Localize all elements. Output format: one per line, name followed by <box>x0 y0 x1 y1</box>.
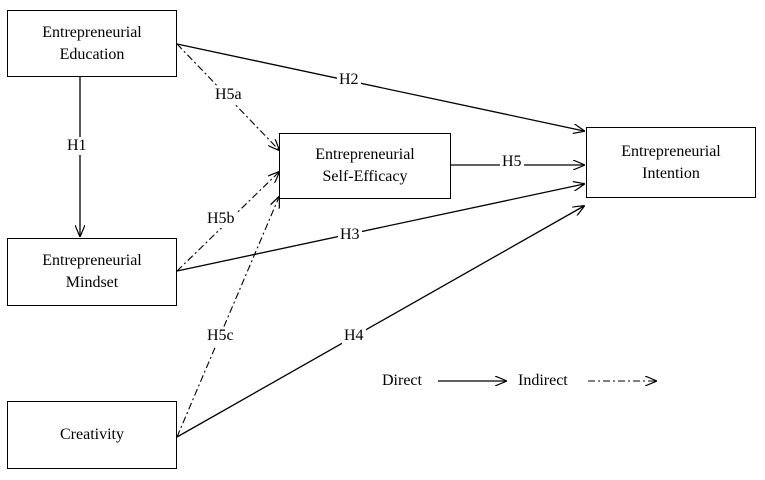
node-creativity: Creativity <box>7 401 177 469</box>
label-h3: H3 <box>338 226 362 244</box>
legend-indirect-label: Indirect <box>518 372 568 389</box>
label-h5b: H5b <box>205 210 237 228</box>
node-creativity-label: Creativity <box>60 426 124 443</box>
node-entrepreneurial-mindset: Entrepreneurial Mindset <box>7 238 177 306</box>
label-h5: H5 <box>500 153 524 171</box>
node-entrepreneurial-education: Entrepreneurial Education <box>7 10 177 77</box>
label-h5c: H5c <box>205 327 236 345</box>
arrow-h5a <box>176 43 279 150</box>
node-entrepreneurial-education-label: Entrepreneurial Education <box>42 23 142 63</box>
legend-direct-label: Direct <box>382 372 422 389</box>
node-entrepreneurial-intention: Entrepreneurial Intention <box>586 127 756 198</box>
label-h2: H2 <box>337 71 361 89</box>
arrow-h2 <box>176 43 584 131</box>
node-entrepreneurial-self-efficacy-label: Entrepreneurial Self-Efficacy <box>315 146 415 185</box>
arrow-h5c <box>176 197 279 438</box>
node-entrepreneurial-mindset-label: Entrepreneurial Mindset <box>42 252 142 291</box>
arrow-h4 <box>176 206 584 438</box>
label-h5a: H5a <box>213 86 244 104</box>
node-entrepreneurial-self-efficacy: Entrepreneurial Self-Efficacy <box>279 133 451 199</box>
label-h1: H1 <box>65 137 89 155</box>
node-entrepreneurial-intention-label: Entrepreneurial Intention <box>621 142 721 182</box>
label-h4: H4 <box>342 327 366 345</box>
arrow-h3 <box>176 184 584 272</box>
